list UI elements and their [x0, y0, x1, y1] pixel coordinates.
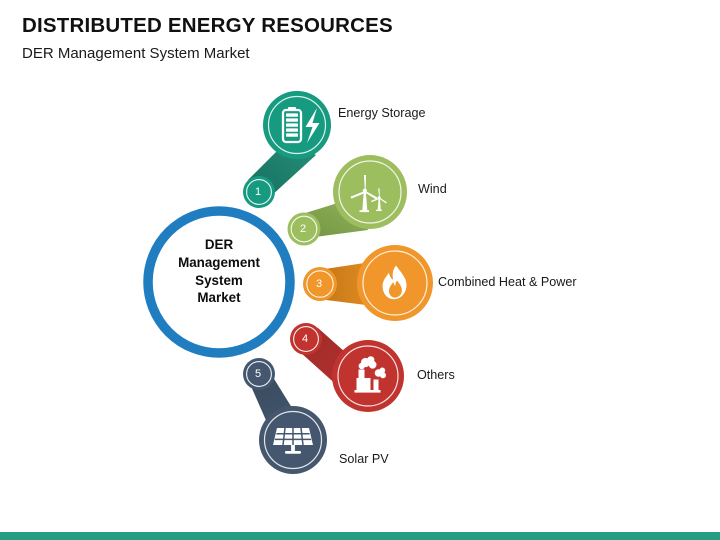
node-number-5: 5	[255, 368, 262, 380]
bottom-accent-bar	[0, 532, 720, 540]
node-wind[interactable]	[287, 155, 408, 246]
node-number-4: 4	[302, 333, 309, 345]
node-label-others: Others	[417, 368, 455, 382]
node-number-1: 1	[255, 186, 262, 198]
solar-panel-icon	[273, 427, 313, 454]
node-label-energy-storage: Energy Storage	[338, 106, 426, 120]
node-2-main-circle	[333, 155, 407, 229]
flame-icon	[382, 265, 407, 300]
node-solar-pv[interactable]	[243, 358, 327, 474]
node-number-3: 3	[316, 278, 323, 290]
node-2-badge-circle	[287, 212, 321, 246]
battery-bolt-icon	[281, 107, 320, 144]
node-number-2: 2	[300, 223, 307, 235]
node-4-main-circle	[332, 340, 404, 412]
node-1-badge-circle	[243, 176, 275, 208]
power-plant-icon	[354, 356, 386, 393]
node-4-badge-circle	[290, 323, 322, 355]
node-4-inner-ring	[337, 345, 399, 407]
header-block: DISTRIBUTED ENERGY RESOURCES DER Managem…	[22, 14, 662, 63]
node-3-inner-ring	[362, 250, 428, 316]
node-1-badge-ring	[246, 179, 272, 205]
node-5-inner-ring	[263, 410, 323, 470]
node-3-badge-circle	[303, 267, 337, 301]
hub-ring	[143, 206, 295, 358]
node-1-inner-ring	[267, 95, 327, 155]
node-5-badge-ring	[246, 361, 272, 387]
node-2-badge-ring	[290, 215, 318, 243]
node-3-badge-ring	[306, 270, 334, 298]
node-combined-heat-power[interactable]	[303, 245, 433, 321]
wind-turbine-icon	[350, 175, 387, 213]
node-4-badge-ring	[293, 326, 319, 352]
node-energy-storage[interactable]	[243, 91, 331, 208]
page-title: DISTRIBUTED ENERGY RESOURCES	[22, 14, 393, 37]
page-subtitle: DER Management System Market	[22, 44, 250, 62]
node-label-wind: Wind	[418, 182, 447, 196]
hub-fill	[148, 211, 290, 353]
node-2-inner-ring	[338, 160, 402, 224]
node-label-combined-heat-power: Combined Heat & Power	[438, 275, 577, 289]
node-others[interactable]	[290, 323, 404, 412]
central-hub[interactable]	[143, 206, 295, 358]
node-5-badge-circle	[243, 358, 275, 390]
node-label-solar-pv: Solar PV	[339, 452, 389, 466]
